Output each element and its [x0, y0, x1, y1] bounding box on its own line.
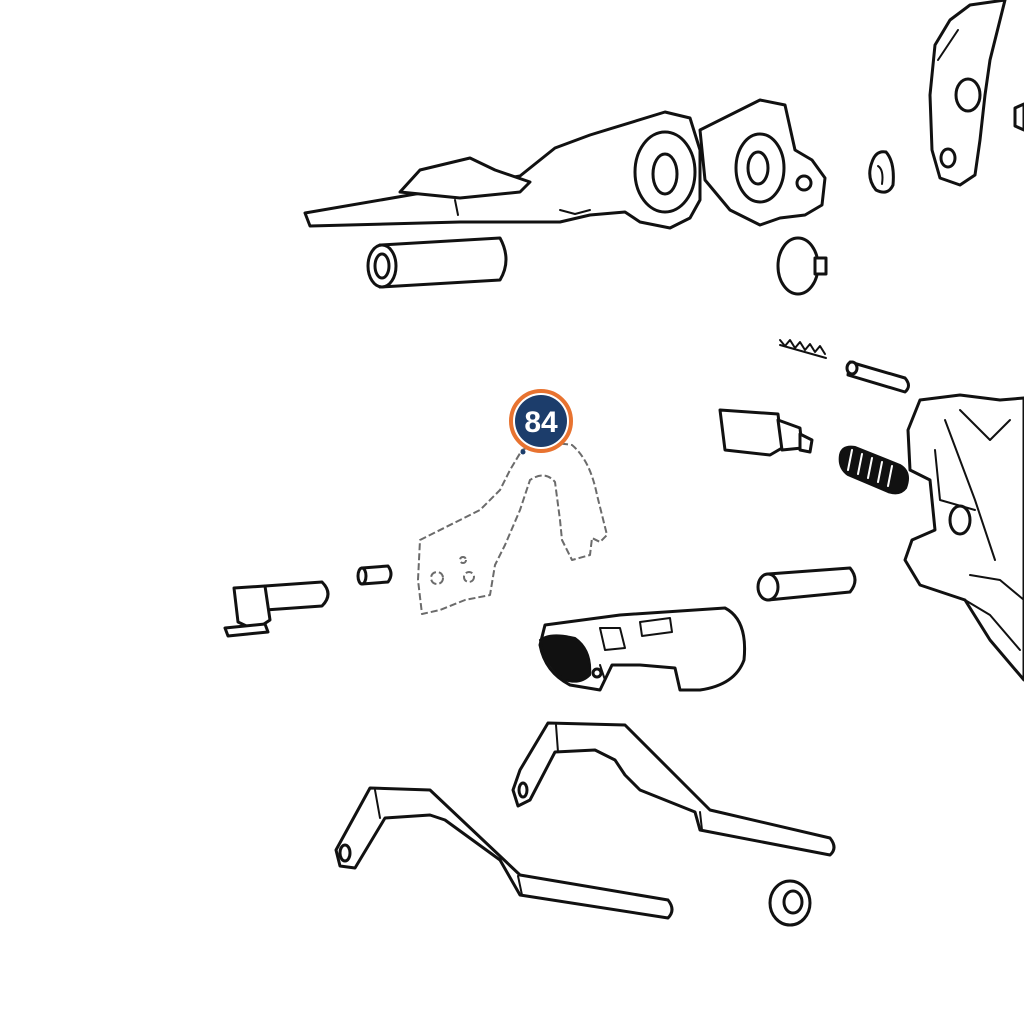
tailed-pin[interactable] — [223, 580, 330, 638]
callout-label: 84 — [524, 406, 558, 439]
cylindrical-pin[interactable] — [756, 566, 857, 602]
large-coil-spring[interactable] — [838, 445, 909, 495]
upper-right-tab[interactable] — [1013, 102, 1024, 132]
button-head-pin[interactable] — [776, 236, 828, 296]
d-ring[interactable] — [868, 150, 895, 194]
upper-right-hook[interactable] — [928, 0, 1007, 187]
small-coil-spring[interactable] — [779, 339, 827, 359]
part-84-hammer-lever[interactable] — [417, 442, 608, 615]
small-pin[interactable] — [356, 564, 393, 586]
callout-badge-84[interactable]: 84 — [509, 389, 573, 455]
trigger-body[interactable] — [538, 606, 747, 692]
callout-leader-dot — [520, 449, 526, 455]
plunger-pin[interactable] — [845, 360, 910, 394]
rectangular-block[interactable] — [718, 408, 814, 457]
top-lever-assembly[interactable] — [303, 98, 827, 230]
bushing[interactable] — [768, 879, 812, 927]
receiver-frame[interactable] — [903, 393, 1024, 682]
lower-connector-bar[interactable] — [334, 786, 674, 920]
callout-disc — [515, 395, 567, 447]
hollow-pin[interactable] — [366, 236, 508, 289]
upper-connector-bar[interactable] — [511, 721, 836, 857]
